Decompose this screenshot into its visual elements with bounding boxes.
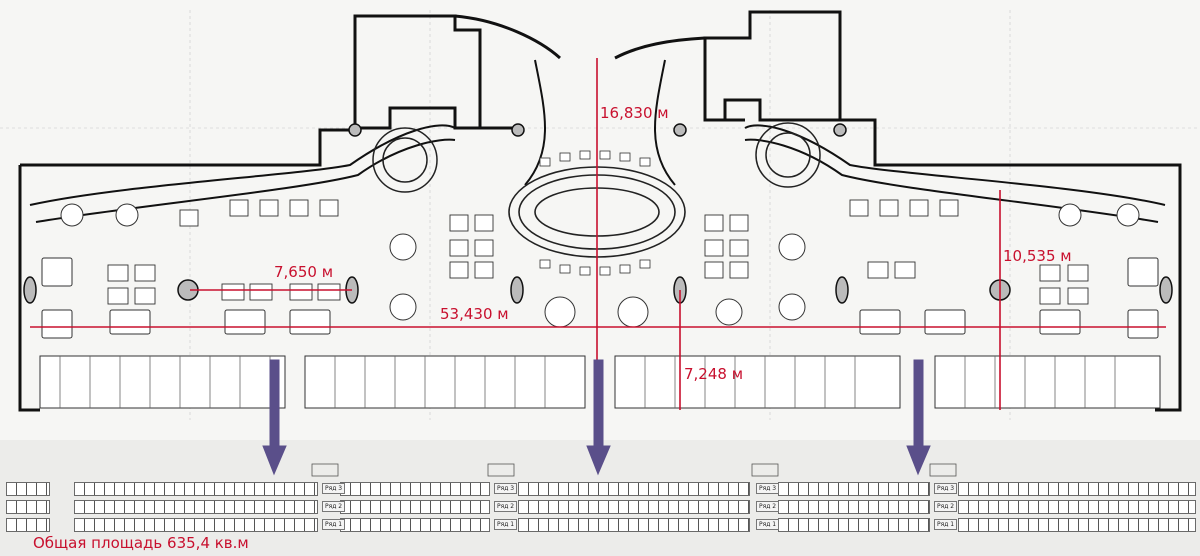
row-label-2-c: Ряд 2 xyxy=(756,501,780,512)
arrow-right xyxy=(913,359,924,449)
right-depth-dimension-label: 10,535 м xyxy=(1003,247,1072,265)
building-outline xyxy=(18,10,1182,412)
left-bay-dimension-label: 7,650 м xyxy=(274,263,334,281)
row-label-3-a: Ряд 3 xyxy=(322,483,346,494)
arrow-left xyxy=(269,359,280,449)
row-2-segment-c xyxy=(340,500,490,514)
row-1-segment-c xyxy=(340,518,490,532)
row-2-segment-d xyxy=(518,500,750,514)
row-1-segment-f xyxy=(958,518,1196,532)
row-3-segment-d xyxy=(518,482,750,496)
row-1-segment-b xyxy=(74,518,318,532)
row-label-2-a: Ряд 2 xyxy=(322,501,346,512)
row-3-segment-e xyxy=(778,482,930,496)
row-label-1-a: Ряд 1 xyxy=(322,519,346,530)
row-1-segment-d xyxy=(518,518,750,532)
row-label-3-d: Ряд 3 xyxy=(934,483,958,494)
center-bay-dimension-label: 7,248 м xyxy=(684,365,744,383)
row-2-segment-a xyxy=(6,500,50,514)
row-label-2-d: Ряд 2 xyxy=(934,501,958,512)
row-3-segment-b xyxy=(74,482,318,496)
total-length-dimension-label: 53,430 м xyxy=(440,305,509,323)
row-2-segment-b xyxy=(74,500,318,514)
row-2-segment-e xyxy=(778,500,930,514)
row-2-segment-f xyxy=(958,500,1196,514)
height-dimension-label: 16,830 м xyxy=(600,104,669,122)
row-1-segment-a xyxy=(6,518,50,532)
row-label-1-b: Ряд 1 xyxy=(494,519,518,530)
row-label-2-b: Ряд 2 xyxy=(494,501,518,512)
row-label-3-c: Ряд 3 xyxy=(756,483,780,494)
row-3-segment-f xyxy=(958,482,1196,496)
row-label-1-c: Ряд 1 xyxy=(756,519,780,530)
arrow-center xyxy=(593,359,604,449)
row-label-3-b: Ряд 3 xyxy=(494,483,518,494)
total-area-label: Общая площадь 635,4 кв.м xyxy=(33,534,249,552)
row-3-segment-c xyxy=(340,482,490,496)
row-3-segment-a xyxy=(6,482,50,496)
row-label-1-d: Ряд 1 xyxy=(934,519,958,530)
row-1-segment-e xyxy=(778,518,930,532)
